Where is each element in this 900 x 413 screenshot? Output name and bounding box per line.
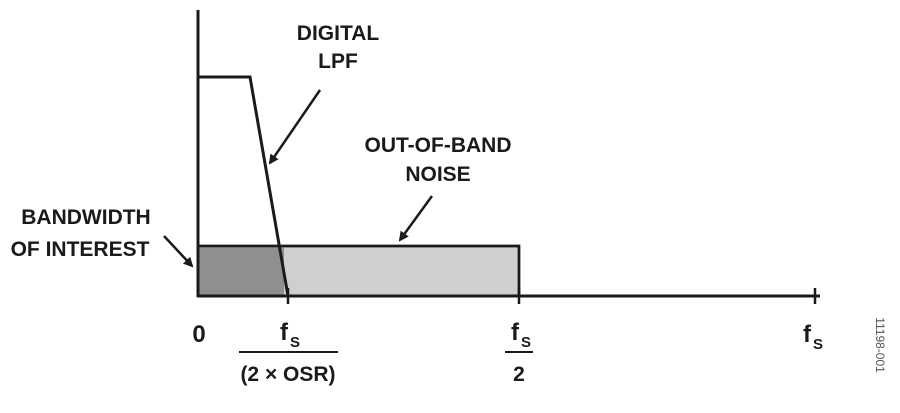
lpf-pointer-arrow bbox=[268, 89, 322, 165]
bandwidth-label-line1: BANDWIDTH bbox=[21, 206, 150, 229]
bandwidth-label-line2: OF INTEREST bbox=[11, 238, 150, 261]
tick-label-fs-half-denominator: 2 bbox=[513, 363, 525, 386]
tick-label-fs-sub: S bbox=[813, 336, 823, 353]
tick-label-fs-osr-main: f bbox=[280, 319, 289, 346]
out-of-band-label-line1: OUT-OF-BAND bbox=[365, 134, 512, 157]
out-of-band-label-line2: NOISE bbox=[405, 163, 470, 186]
digital-lpf-label-line2: LPF bbox=[318, 50, 358, 73]
digital-lpf-curve bbox=[198, 75, 290, 297]
bandwidth-pointer-arrow bbox=[163, 235, 194, 268]
tick-label-fs-half-main: f bbox=[511, 319, 520, 346]
noise-pointer-arrow bbox=[398, 195, 434, 242]
figure-id: 11198-001 bbox=[873, 317, 887, 373]
tick-label-fs-osr-sub: S bbox=[290, 334, 300, 351]
bandwidth-of-interest-region bbox=[198, 246, 284, 296]
tick-label-zero: 0 bbox=[192, 321, 205, 348]
tick-label-fs-main: f bbox=[803, 321, 812, 348]
tick-label-fs-half-sub: S bbox=[521, 334, 531, 351]
digital-lpf-label-line1: DIGITAL bbox=[297, 22, 380, 45]
tick-label-fs-osr-denominator: (2 × OSR) bbox=[240, 363, 335, 386]
